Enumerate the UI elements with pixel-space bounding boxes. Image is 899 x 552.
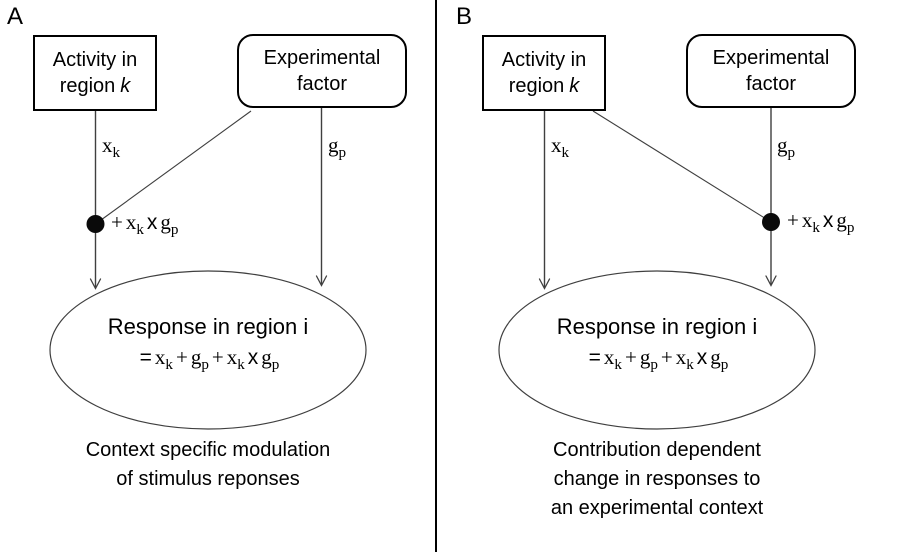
var-g: g (190, 345, 202, 369)
factor-to-interaction-line (95, 110, 252, 225)
plus-sign: + (211, 345, 224, 369)
panel-b-label: B (456, 3, 473, 30)
region-k-variable: k (120, 75, 131, 97)
sub-k: k (812, 220, 820, 237)
sub-k: k (561, 145, 570, 162)
sub-k: k (165, 357, 173, 374)
var-x: x (102, 133, 113, 157)
caption-line2: change in responses to (553, 468, 761, 490)
activity-box-line1: Activity in (501, 49, 587, 71)
xk-edge-label: xk (102, 133, 121, 162)
panel-a-label: A (7, 3, 24, 30)
caption-line1: Contribution dependent (553, 439, 761, 461)
sub-p: p (650, 357, 658, 374)
sub-p: p (338, 145, 347, 162)
var-x: x (154, 345, 166, 369)
sub-p: p (201, 357, 209, 374)
sub-p: p (846, 220, 855, 237)
var-x: x (603, 345, 615, 369)
interaction-dot (86, 215, 105, 233)
sub-k: k (112, 145, 121, 162)
times-sign: x (822, 209, 834, 232)
var-g: g (328, 133, 339, 157)
plus-sign: + (175, 345, 188, 369)
equals-sign: = (588, 346, 601, 369)
plus-sign: + (787, 208, 799, 232)
var-g: g (836, 208, 847, 232)
plus-sign: + (624, 345, 637, 369)
times-sign: x (247, 346, 259, 369)
sub-k: k (136, 222, 144, 239)
plus-sign: + (660, 345, 673, 369)
var-x: x (226, 345, 238, 369)
factor-arrowhead (315, 275, 328, 287)
xk-edge-label: xk (551, 133, 570, 162)
var-x: x (125, 210, 137, 234)
activity-arrowhead (538, 278, 551, 290)
var-g: g (710, 345, 721, 369)
panel-a-caption: Context specific modulation of stimulus … (40, 436, 376, 494)
response-ellipse (49, 270, 367, 430)
caption-line1: Context specific modulation (85, 439, 331, 461)
response-ellipse (498, 270, 816, 430)
sub-k: k (686, 357, 694, 374)
experimental-box-line2: factor (745, 73, 797, 95)
times-sign: x (696, 346, 708, 369)
var-x: x (551, 133, 562, 157)
response-title: Response in region i (556, 314, 758, 339)
sub-p: p (787, 145, 796, 162)
panel-a-connectors (49, 108, 367, 430)
var-x: x (675, 345, 687, 369)
interaction-dot (762, 213, 780, 231)
activity-box-line2-prefix: region (59, 75, 116, 97)
equals-sign: = (139, 346, 152, 369)
sub-p: p (271, 357, 280, 374)
gp-edge-label: gp (328, 133, 347, 162)
activity-box-line2-prefix: region (508, 75, 565, 97)
var-g: g (261, 345, 272, 369)
sub-k: k (237, 357, 245, 374)
factor-arrowhead (765, 275, 777, 287)
experimental-box-line1: Experimental (263, 47, 381, 69)
times-sign: x (146, 211, 158, 234)
plus-sign: + (111, 210, 123, 234)
activity-to-interaction-line (592, 110, 772, 223)
sub-k: k (614, 357, 622, 374)
experimental-factor-box: Experimental factor (686, 34, 856, 108)
var-g: g (777, 133, 788, 157)
panel-b-connectors (498, 108, 816, 430)
experimental-box-line1: Experimental (712, 47, 830, 69)
experimental-factor-box: Experimental factor (237, 34, 407, 108)
caption-line3: an experimental context (550, 497, 764, 519)
var-g: g (639, 345, 651, 369)
response-title: Response in region i (107, 314, 309, 339)
activity-box-line1: Activity in (52, 49, 138, 71)
sub-p: p (170, 222, 179, 239)
panel-divider-line (435, 0, 437, 552)
caption-line2: of stimulus reponses (116, 468, 300, 490)
gp-edge-label: gp (777, 133, 796, 162)
sub-p: p (720, 357, 729, 374)
var-g: g (160, 210, 171, 234)
experimental-box-line2: factor (296, 73, 348, 95)
panel-b-caption: Contribution dependent change in respons… (489, 436, 825, 523)
activity-arrowhead (89, 278, 102, 290)
var-x: x (801, 208, 813, 232)
region-k-variable: k (569, 75, 580, 97)
